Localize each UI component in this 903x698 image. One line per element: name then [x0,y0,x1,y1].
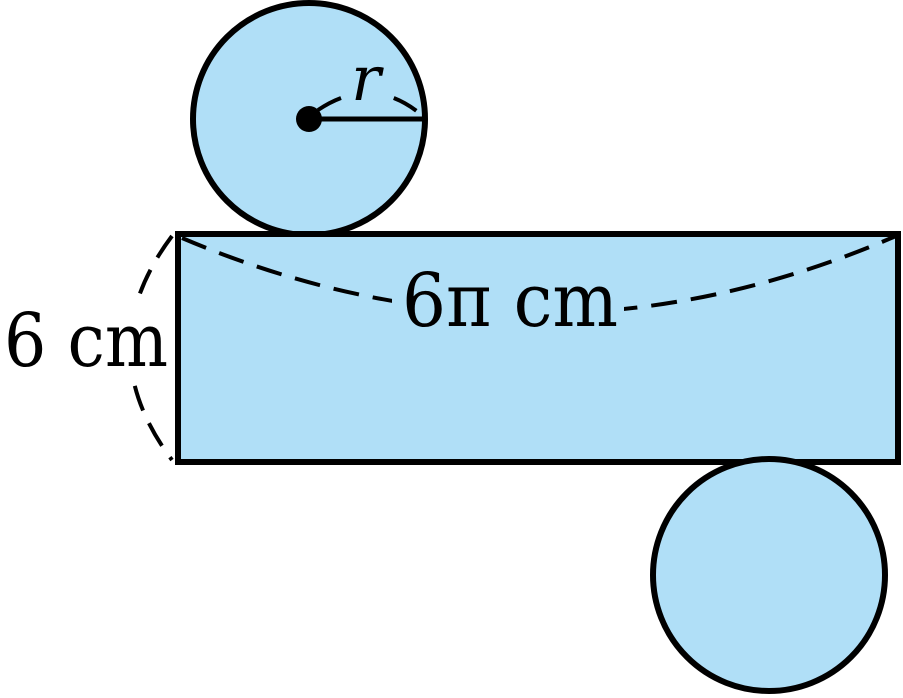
height-label: 6 cm [4,298,168,384]
circumference-label-background [392,265,624,337]
height-label-background [2,300,174,382]
bottom-base-circle [650,456,888,694]
radius-label-background [345,55,385,105]
circumference-label: 6π cm [402,258,618,344]
center-point [296,106,322,132]
radius-label: r [351,42,384,115]
